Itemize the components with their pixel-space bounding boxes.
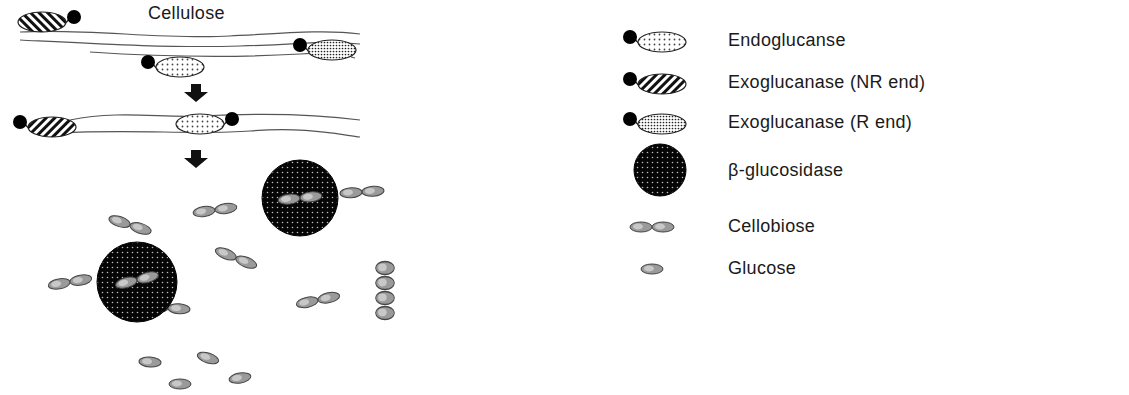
exoglucanase-r — [293, 38, 356, 60]
endoglucanase — [141, 55, 204, 77]
legend-row: Exoglucanase (R end) — [728, 112, 912, 133]
step-arrow — [184, 150, 208, 168]
legend-row: Exoglucanase (NR end) — [728, 72, 925, 93]
legend-text: Exoglucanase (NR end) — [728, 72, 925, 93]
legend-text: Exoglucanase (R end) — [728, 112, 912, 133]
legend-row: Endoglucanse — [728, 30, 846, 51]
exoglucanase-nr — [18, 10, 81, 32]
legend-text: Cellobiose — [728, 216, 815, 237]
legend-row: Cellobiose — [728, 216, 815, 237]
legend-text: Endoglucanse — [728, 30, 846, 51]
hydrolysis-products — [47, 160, 394, 389]
legend-row: β-glucosidase — [728, 160, 843, 181]
legend-text: β-glucosidase — [728, 160, 843, 181]
exoglucanase-nr — [13, 115, 76, 137]
legend-text: Glucose — [728, 258, 796, 279]
endoglucanase — [176, 112, 239, 134]
structure-label: Cellulose — [148, 3, 225, 24]
legend-samples — [623, 30, 686, 274]
step-arrow — [184, 84, 208, 102]
legend-row: Glucose — [728, 258, 796, 279]
cellulose-strands — [20, 31, 360, 58]
